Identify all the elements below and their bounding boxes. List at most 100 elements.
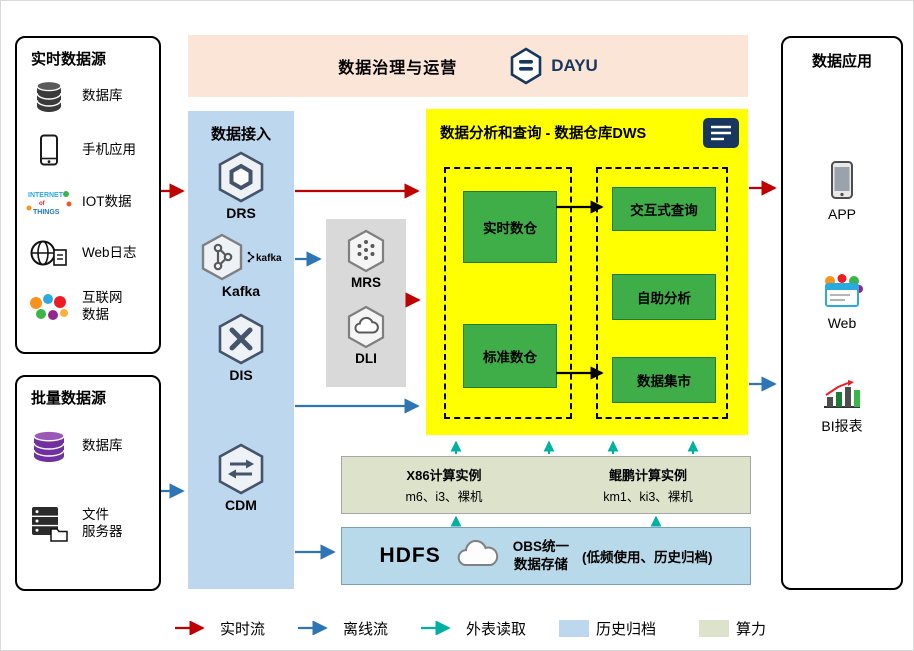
batch-sources-title: 批量数据源 bbox=[31, 390, 107, 407]
governance-title: 数据治理与运营 bbox=[338, 60, 458, 77]
processing-item-mrs: MRS bbox=[326, 229, 406, 290]
legend-label: 实时流 bbox=[220, 620, 266, 638]
access-item-cdm: CDM bbox=[188, 443, 294, 513]
dws-document-icon bbox=[702, 117, 740, 154]
warehouse-box-standard: 标准数仓 bbox=[463, 324, 557, 388]
dli-hexagon-icon bbox=[347, 305, 385, 349]
warehouse-box-realtime: 实时数仓 bbox=[463, 191, 557, 263]
dayu-logo-text: DAYU bbox=[551, 56, 598, 75]
source-item-batch-database: 数据库 bbox=[23, 427, 157, 465]
access-item-kafka: kafka Kafka bbox=[188, 233, 294, 299]
legend-label: 算力 bbox=[736, 620, 767, 638]
batch-sources-box: 批量数据源 数据库 bbox=[15, 375, 161, 591]
app-phone-icon bbox=[831, 161, 853, 199]
data-access-column: 数据接入 DRS bbox=[188, 111, 294, 589]
applications-title: 数据应用 bbox=[811, 53, 872, 70]
source-label: IOT数据 bbox=[82, 193, 132, 209]
data-access-title: 数据接入 bbox=[210, 126, 271, 143]
web-app-icon bbox=[825, 274, 863, 307]
app-item-app: APP bbox=[783, 160, 901, 222]
kafka-wordmark-text: kafka bbox=[256, 253, 282, 264]
service-group: 交互式查询 自助分析 数据集市 bbox=[596, 167, 728, 419]
source-label: 文件 服务器 bbox=[82, 507, 123, 539]
processing-label: DLI bbox=[355, 351, 377, 366]
x86-title: X86计算实例 bbox=[406, 468, 482, 483]
access-item-dis: DIS bbox=[188, 313, 294, 383]
source-label: 手机应用 bbox=[82, 141, 136, 157]
processing-item-dli: DLI bbox=[326, 305, 406, 366]
applications-box: 数据应用 APP Web bbox=[781, 36, 903, 590]
compute-x86: X86计算实例 m6、i3、裸机 bbox=[342, 457, 546, 513]
database-icon bbox=[23, 78, 75, 114]
mrs-hexagon-icon bbox=[347, 229, 385, 273]
legend-archive-swatch bbox=[559, 619, 589, 637]
governance-banner: 数据治理与运营 DAYU bbox=[188, 35, 748, 97]
drs-hexagon-icon bbox=[218, 151, 264, 203]
internet-data-icon bbox=[23, 292, 75, 322]
storage-note: (低频使用、历史归档) bbox=[581, 550, 713, 565]
app-item-web: Web bbox=[783, 273, 901, 331]
legend-external-arrow-icon bbox=[421, 621, 451, 635]
obs-label: OBS统一 数据存储 bbox=[513, 538, 569, 573]
cdm-hexagon-icon bbox=[218, 443, 264, 495]
legend-realtime-arrow-icon bbox=[175, 621, 205, 635]
source-item-iot: INTERNET of THINGS IOT数据 bbox=[23, 186, 157, 218]
dws-box: 数据分析和查询 - 数据仓库DWS 实时数仓 标准数仓 交互式查询 自助分析 数… bbox=[426, 109, 748, 435]
access-label: Kafka bbox=[221, 283, 261, 299]
iot-icon: INTERNET of THINGS bbox=[23, 186, 75, 218]
source-label: Web日志 bbox=[82, 244, 137, 260]
kunpeng-specs: km1、ki3、裸机 bbox=[603, 490, 693, 504]
access-label: DRS bbox=[226, 205, 256, 221]
mobile-phone-icon bbox=[23, 134, 75, 166]
source-item-file-server: 文件 服务器 bbox=[23, 505, 157, 543]
app-label: APP bbox=[827, 206, 856, 222]
legend-external: 外表读取 bbox=[419, 617, 526, 639]
source-label: 数据库 bbox=[82, 87, 123, 103]
access-item-drs: DRS bbox=[188, 151, 294, 221]
compute-instances-box: X86计算实例 m6、i3、裸机 鲲鹏计算实例 km1、ki3、裸机 bbox=[341, 456, 751, 514]
access-label: CDM bbox=[225, 497, 257, 513]
warehouse-group: 实时数仓 标准数仓 bbox=[444, 167, 572, 419]
service-box-data-mart: 数据集市 bbox=[612, 357, 716, 403]
processing-label: MRS bbox=[351, 275, 381, 290]
file-server-icon bbox=[23, 505, 75, 543]
app-label: BI报表 bbox=[821, 418, 863, 434]
source-item-database: 数据库 bbox=[23, 78, 157, 114]
obs-line2: 数据存储 bbox=[513, 557, 568, 572]
legend-offline-arrow-icon bbox=[298, 621, 328, 635]
legend-realtime: 实时流 bbox=[173, 617, 265, 639]
source-label: 数据库 bbox=[82, 437, 123, 453]
legend-offline: 离线流 bbox=[296, 617, 388, 639]
dayu-logo: DAYU bbox=[509, 47, 598, 85]
realtime-sources-title: 实时数据源 bbox=[31, 51, 107, 68]
database-purple-icon bbox=[23, 427, 75, 465]
source-item-mobile: 手机应用 bbox=[23, 134, 157, 166]
kafka-wordmark-icon: kafka bbox=[247, 251, 282, 264]
obs-cloud-icon bbox=[454, 539, 500, 574]
kunpeng-title: 鲲鹏计算实例 bbox=[608, 468, 687, 483]
source-item-internet: 互联网 数据 bbox=[23, 290, 157, 324]
app-label: Web bbox=[827, 315, 857, 331]
processing-box: MRS DLI bbox=[326, 219, 406, 387]
service-box-interactive-query: 交互式查询 bbox=[612, 187, 716, 231]
dws-title: 数据分析和查询 - 数据仓库DWS bbox=[440, 126, 647, 142]
source-item-weblog: Web日志 bbox=[23, 238, 157, 268]
svg-text:THINGS: THINGS bbox=[33, 209, 60, 216]
legend-compute: 算力 bbox=[699, 617, 766, 639]
legend-compute-swatch bbox=[699, 619, 729, 637]
svg-text:INTERNET: INTERNET bbox=[28, 192, 64, 199]
x86-specs: m6、i3、裸机 bbox=[405, 490, 483, 504]
storage-box: HDFS OBS统一 数据存储 (低频使用、历史归档) bbox=[341, 527, 751, 585]
web-log-icon bbox=[23, 238, 75, 268]
legend-label: 历史归档 bbox=[596, 620, 657, 638]
hdfs-label: HDFS bbox=[379, 544, 441, 567]
realtime-sources-box: 实时数据源 数据库 手机应用 bbox=[15, 36, 161, 354]
app-item-bi: BI报表 bbox=[783, 376, 901, 436]
svg-text:of: of bbox=[39, 201, 46, 207]
access-label: DIS bbox=[229, 367, 253, 383]
service-box-self-analysis: 自助分析 bbox=[612, 274, 716, 320]
legend-label: 外表读取 bbox=[466, 620, 527, 638]
kafka-hexagon-icon bbox=[201, 233, 243, 281]
legend-label: 离线流 bbox=[343, 620, 389, 638]
